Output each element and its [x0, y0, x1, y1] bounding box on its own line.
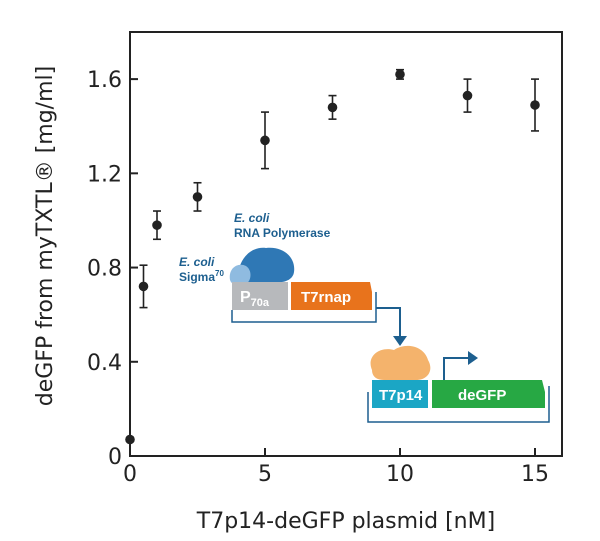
promoter-sub: 70a: [251, 297, 270, 309]
inset-diagram: E. coli RNA Polymerase E. coli Sigma70 P…: [179, 211, 550, 423]
x-tick-label: 10: [386, 462, 414, 487]
ticks: [129, 78, 536, 457]
data-marker: [138, 281, 149, 292]
rna-polymerase-icon: [238, 247, 295, 283]
data-marker: [192, 192, 203, 202]
sigma-sup: 70: [215, 269, 224, 278]
data-points: [125, 68, 540, 445]
promoter-p: P: [240, 289, 251, 306]
lower-construct-outline: [367, 386, 550, 423]
y-tick-label: 0.4: [87, 351, 122, 376]
data-point: [152, 210, 162, 241]
promoter-p70a-label: P70a: [240, 289, 270, 309]
data-point: [395, 68, 405, 80]
y-axis-title: deGFP from myTXTL® [mg/ml]: [33, 66, 58, 406]
degfp-label: deGFP: [458, 387, 506, 404]
data-marker: [327, 102, 338, 113]
y-tick-label: 1.2: [87, 162, 122, 187]
promoter-p70a-box: [232, 282, 288, 310]
expression-arrow-icon: [393, 336, 407, 346]
data-point: [327, 94, 338, 120]
data-point: [138, 264, 149, 309]
sigma-text: Sigma: [179, 270, 215, 284]
data-marker: [260, 135, 270, 146]
degfp-gene-box: [432, 380, 545, 408]
t7rnap-label: T7rnap: [301, 289, 351, 306]
plot-frame: [129, 31, 563, 457]
tick-labels: 0 5 10 15 0 0.4 0.8 1.2 1.6: [87, 68, 549, 487]
y-tick-label: 0.8: [87, 257, 122, 282]
sigma-factor-icon: [229, 264, 251, 286]
x-tick-label: 0: [123, 462, 137, 487]
data-point: [530, 78, 540, 132]
y-tick-label: 1.6: [87, 68, 122, 93]
expression-link-line: [376, 307, 401, 336]
t7p14-label: T7p14: [379, 387, 423, 404]
data-marker: [395, 69, 405, 80]
t7p14-promoter-box: [372, 380, 428, 408]
t7rnap-gene-box: [291, 282, 372, 310]
data-point: [462, 78, 473, 113]
data-point: [260, 111, 270, 170]
data-marker: [152, 220, 162, 230]
x-tick-label: 5: [258, 462, 272, 487]
data-point: [125, 434, 135, 445]
inset-ecoli-top: E. coli: [234, 211, 270, 225]
data-marker: [530, 100, 540, 110]
data-marker: [462, 90, 473, 101]
inset-ecoli-left: E. coli: [179, 255, 215, 269]
inset-rna-polymerase: RNA Polymerase: [234, 226, 331, 240]
data-point: [192, 181, 203, 212]
y-tick-label: 0: [108, 445, 122, 470]
transcription-start-arrow: [443, 357, 468, 380]
inset-sigma: Sigma70: [179, 269, 224, 284]
x-tick-label: 15: [521, 462, 549, 487]
x-axis-title: T7p14-deGFP plasmid [nM]: [196, 509, 495, 534]
transcription-arrowhead-icon: [468, 351, 478, 365]
data-marker: [125, 434, 135, 445]
t7-polymerase-icon: [370, 345, 431, 380]
